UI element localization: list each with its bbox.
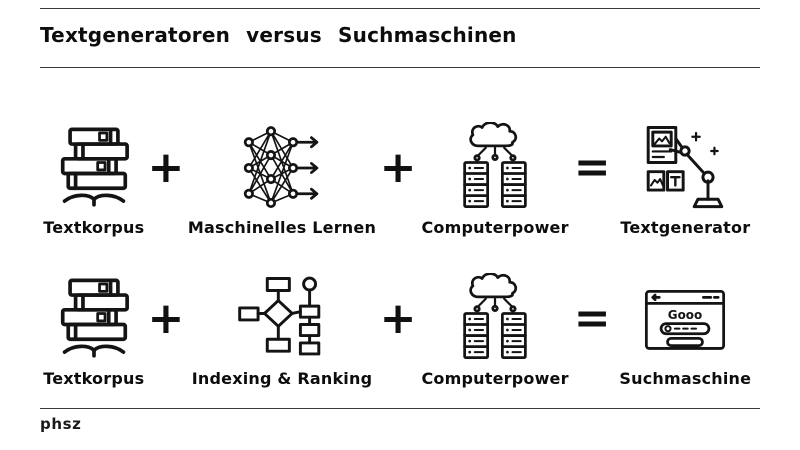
computerpower-item-row2: Computerpower — [416, 273, 573, 388]
search-engine-browser-icon — [639, 273, 731, 365]
item-label-maschinelles-lernen: Maschinelles Lernen — [187, 218, 377, 237]
slide-title: Textgeneratoren versus Suchmaschinen — [40, 23, 517, 47]
textgenerator-item: Textgenerator — [611, 122, 760, 237]
bottom-rule — [40, 408, 760, 409]
item-label-textkorpus-row2: Textkorpus — [43, 369, 145, 388]
plus-operator: + — [379, 293, 417, 344]
textkorpus-item-row2: Textkorpus — [40, 273, 148, 388]
servers-cloud-icon — [449, 273, 541, 365]
top-rule — [40, 8, 760, 9]
servers-cloud-icon — [449, 122, 541, 214]
title-rule — [40, 67, 760, 68]
computerpower-item-row1: Computerpower — [416, 122, 573, 237]
equals-operator: = — [573, 142, 611, 193]
maschinelles-lernen-item: Maschinelles Lernen — [184, 122, 379, 237]
plus-operator: + — [147, 142, 185, 193]
textkorpus-item-row1: Textkorpus — [40, 122, 148, 237]
books-stack-icon — [48, 122, 140, 214]
item-label-indexing-ranking: Indexing & Ranking — [191, 369, 373, 388]
robot-arm-icon — [639, 122, 731, 214]
item-label-computerpower-row2: Computerpower — [421, 369, 569, 388]
plus-operator: + — [147, 293, 185, 344]
indexing-ranking-item: Indexing & Ranking — [184, 273, 379, 388]
item-label-textgenerator: Textgenerator — [620, 218, 751, 237]
books-stack-icon — [48, 273, 140, 365]
item-label-computerpower-row1: Computerpower — [421, 218, 569, 237]
equals-operator: = — [573, 293, 611, 344]
textgenerator-equation-row: Textkorpus + Maschinelles Lernen + Compu… — [40, 122, 760, 237]
footer-logo: phsz — [40, 415, 82, 433]
plus-operator: + — [379, 142, 417, 193]
item-label-suchmaschine: Suchmaschine — [619, 369, 752, 388]
suchmaschine-item: Suchmaschine — [611, 273, 760, 388]
flowchart-icon — [236, 273, 328, 365]
suchmaschine-equation-row: Textkorpus + Indexing & Ranking + Comput… — [40, 273, 760, 388]
item-label-textkorpus-row1: Textkorpus — [43, 218, 145, 237]
equation-rows: Textkorpus + Maschinelles Lernen + Compu… — [40, 122, 760, 388]
neural-network-icon — [236, 122, 328, 214]
